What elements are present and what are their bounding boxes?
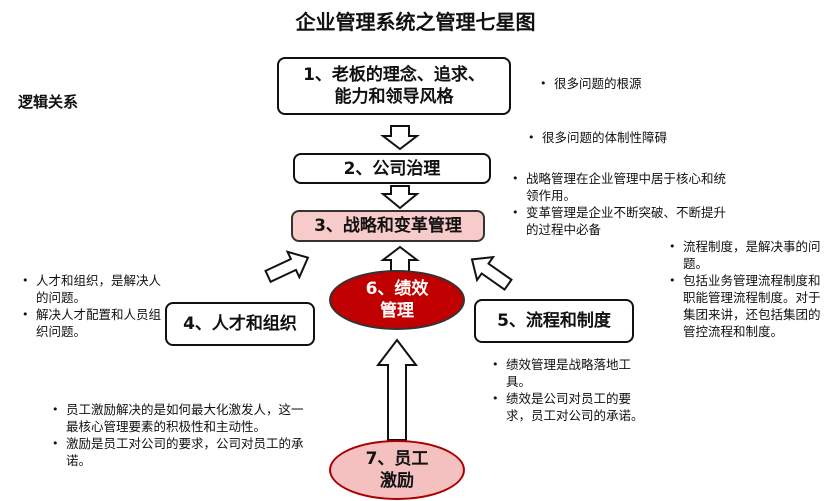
node-1-line2: 能力和领导风格 [334,87,454,107]
node-talent-organization: 4、人才和组织 [165,302,315,346]
arrow-5-to-3 [470,255,513,291]
node-performance: 6、绩效管理 [329,270,465,330]
node-1-line1: 1、老板的理念、追求、 [303,65,485,85]
note-7: 员工激励解决的是如何最大化激发人，这一最核心管理要素的积极性和主动性。激励是员工… [50,401,306,469]
node-process-system: 5、流程和制度 [474,299,634,343]
note-6: 绩效管理是战略落地工具。绩效是公司对员工的要求，员工对公司的承诺。 [490,356,644,424]
node-incentive: 7、员工激励 [329,440,465,500]
note-item: 变革管理是企业不断突破、不断提升的过程中必备 [512,204,731,238]
note-item: 流程制度，是解决事的问题。 [669,238,828,272]
node-6-line2: 管理 [380,301,414,321]
note-item: 很多问题的体制性障碍 [528,129,672,146]
node-corporate-governance: 2、公司治理 [293,153,491,184]
note-item: 激励是员工对公司的要求，公司对员工的承诺。 [52,435,306,469]
note-item: 绩效是公司对员工的要求，员工对公司的承诺。 [492,390,644,424]
node-strategy-change: 3、战略和变革管理 [291,210,485,242]
node-7-line2: 激励 [380,471,414,491]
arrow-down-1 [380,125,420,151]
note-1: 很多问题的根源 [538,75,694,92]
note-item: 很多问题的根源 [540,75,694,92]
note-item: 解决人才配置和人员组织问题。 [22,306,161,340]
node-6-line1: 6、绩效 [365,279,429,299]
logic-label: 逻辑关系 [18,93,79,111]
arrow-4-to-3 [264,250,310,284]
note-4: 人才和组织，是解决人的问题。解决人才配置和人员组织问题。 [20,272,161,340]
arrow-up-7-to-6 [375,338,419,441]
page-title: 企业管理系统之管理七星图 [295,10,536,34]
note-3: 战略管理在企业管理中居于核心和统领作用。变革管理是企业不断突破、不断提升的过程中… [510,170,731,238]
arrow-down-2 [380,185,420,210]
note-item: 包括业务管理流程制度和职能管理流程制度。对于集团来讲，还包括集团的管控流程和制度… [669,272,828,340]
node-boss-philosophy: 1、老板的理念、追求、能力和领导风格 [277,57,511,115]
note-2: 很多问题的体制性障碍 [526,129,672,146]
node-7-line1: 7、员工 [365,449,429,469]
note-item: 员工激励解决的是如何最大化激发人，这一最核心管理要素的积极性和主动性。 [52,401,306,435]
note-item: 战略管理在企业管理中居于核心和统领作用。 [512,170,731,204]
note-item: 人才和组织，是解决人的问题。 [22,272,161,306]
note-5: 流程制度，是解决事的问题。包括业务管理流程制度和职能管理流程制度。对于集团来讲，… [667,238,828,340]
note-item: 绩效管理是战略落地工具。 [492,356,644,390]
